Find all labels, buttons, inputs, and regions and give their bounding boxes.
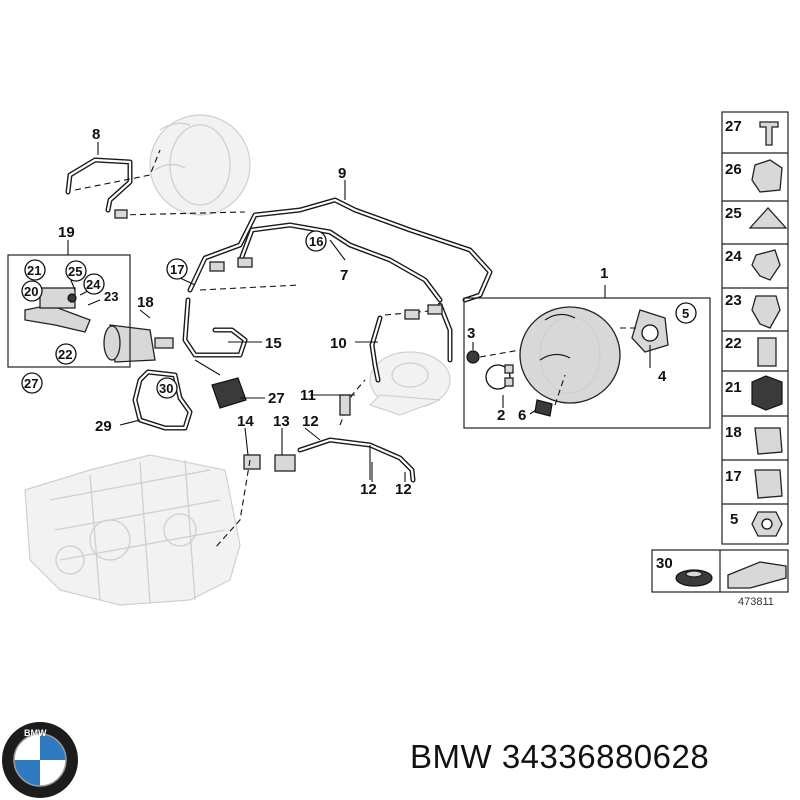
legend-label-18: 18 <box>725 424 742 441</box>
ghost-engine-block <box>24 454 241 606</box>
callout-20: 19 <box>58 224 75 241</box>
holder-clip-icon <box>751 295 781 329</box>
callout-16: 15 <box>265 335 282 352</box>
ghost-vacuum-pump <box>368 351 451 416</box>
legend-label-17: 17 <box>725 468 742 485</box>
booster-group <box>463 285 711 429</box>
callout-19: 18 <box>137 294 154 311</box>
part-16-pipe <box>182 297 248 358</box>
callout-8: 8 <box>92 126 100 143</box>
part-28-mount <box>194 359 247 409</box>
callout-13: 12 <box>360 481 377 498</box>
callout-1: 1 <box>600 265 608 282</box>
callout-10: 10 <box>330 335 347 352</box>
legend-label-23: 23 <box>725 292 742 309</box>
callout-22: 21 <box>27 263 41 278</box>
rubber-mount-icon <box>751 375 783 411</box>
callout-24: 23 <box>104 289 118 304</box>
circled-callouts <box>21 230 697 399</box>
pipe-clip-double-icon <box>754 469 783 499</box>
arrow-sheet-icon <box>727 561 787 589</box>
callout-23: 22 <box>58 347 72 362</box>
legend-label-21: 21 <box>725 379 742 396</box>
bmw-logo-text: BMW <box>24 728 47 738</box>
callout-7: 7 <box>340 267 348 284</box>
callout-4: 4 <box>658 368 667 385</box>
callout-30-diagram: 30 <box>159 381 173 396</box>
callout-5-diagram: 5 <box>682 306 689 321</box>
clip-icon <box>751 159 783 193</box>
callout-18: 17 <box>170 262 184 277</box>
callout-6: 6 <box>518 407 526 424</box>
brand-part-title: BMW 34336880628 <box>410 738 709 776</box>
callout-28: 27 <box>268 390 285 407</box>
callout-3: 3 <box>467 325 475 342</box>
brand-name: BMW <box>410 738 493 775</box>
legend-label-27: 27 <box>725 118 742 135</box>
legend-column: 27 26 25 24 23 22 21 18 17 5 30 <box>651 111 789 593</box>
legend-label-22: 22 <box>725 335 742 352</box>
pipe-clip-icon <box>754 427 783 455</box>
legend-label-5: 5 <box>730 511 738 528</box>
part-19-valve <box>103 309 174 363</box>
callout-21: 20 <box>24 284 38 299</box>
ghost-booster-top <box>149 114 251 216</box>
group-20 <box>7 254 131 368</box>
bmw-logo: BMW <box>2 722 78 798</box>
callout-12-a: 12 <box>302 413 319 430</box>
grommet-icon <box>675 569 713 587</box>
callout-26: 25 <box>68 264 82 279</box>
sleeve-icon <box>757 337 777 367</box>
callout-9: 9 <box>338 165 346 182</box>
callout-labels: 8 9 16 7 17 19 21 25 24 20 23 22 27 18 1… <box>24 126 689 498</box>
part-number: 34336880628 <box>501 738 710 775</box>
part-8-pipe <box>65 149 246 219</box>
callout-29: 29 <box>95 418 112 435</box>
callout-25: 24 <box>86 277 101 292</box>
legend-label-24: 24 <box>725 248 742 265</box>
callout-14: 13 <box>273 413 290 430</box>
callout-12-b: 12 <box>395 481 412 498</box>
callout-11: 11 <box>300 387 316 404</box>
clip-mount-icon <box>748 207 788 229</box>
legend-label-26: 26 <box>725 161 742 178</box>
callout-27-diagram: 27 <box>24 376 38 391</box>
part-29-bracket <box>132 369 193 431</box>
diagram-id: 473811 <box>738 596 774 608</box>
callout-15: 14 <box>237 413 254 430</box>
grommet-clip-icon <box>751 249 781 281</box>
callout-17: 16 <box>309 234 323 249</box>
legend-label-25: 25 <box>725 205 742 222</box>
callout-2: 2 <box>497 407 505 424</box>
legend-label-30: 30 <box>656 555 673 572</box>
bolt-icon <box>759 121 779 146</box>
leader-lines <box>67 142 651 482</box>
main-pipes <box>187 197 493 383</box>
